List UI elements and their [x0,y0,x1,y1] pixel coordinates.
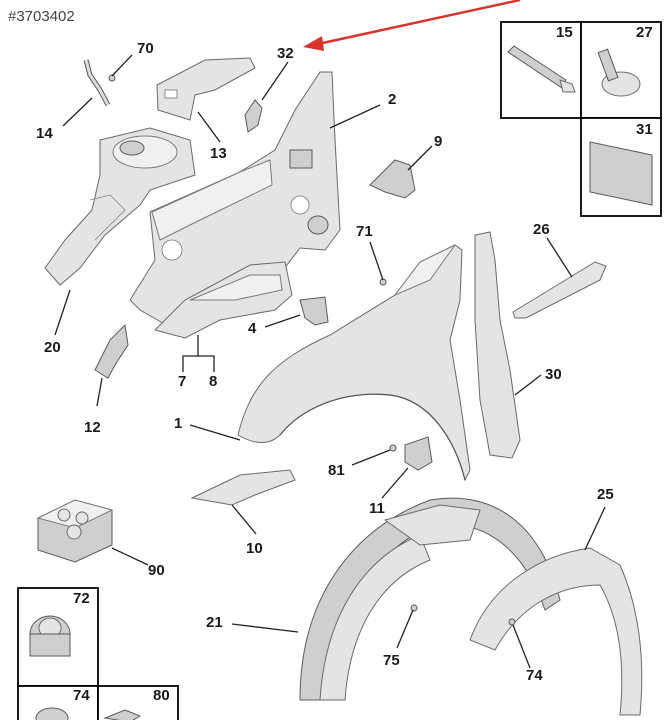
callout-25[interactable]: 25 [597,486,614,503]
part-75-clip[interactable] [410,604,418,612]
inset-box-72[interactable] [17,587,99,687]
part-11-bracket[interactable] [404,436,433,471]
part-90-clip-kit[interactable] [36,499,114,563]
part-32-bracket[interactable] [244,99,263,133]
inset-box-74[interactable] [17,685,99,720]
callout-75[interactable]: 75 [383,652,400,669]
callout-26[interactable]: 26 [533,221,550,238]
reference-number: #3703402 [8,8,75,25]
part-26-trim[interactable] [512,261,607,319]
inset-box-27[interactable] [580,21,662,119]
callout-15[interactable]: 15 [556,24,573,41]
part-81-clip[interactable] [389,444,397,452]
callout-32[interactable]: 32 [277,45,294,62]
callout-4[interactable]: 4 [248,320,257,337]
callout-7[interactable]: 7 [178,373,186,390]
part-10-bracket[interactable] [190,469,296,506]
part-70-stud[interactable] [108,74,116,82]
highlight-arrow [303,0,521,51]
part-9-support[interactable] [369,159,416,199]
inset-box-15[interactable] [500,21,582,119]
part-30-seal[interactable] [474,231,521,459]
callout-72[interactable]: 72 [73,590,90,607]
callout-9[interactable]: 9 [434,133,442,150]
callout-20[interactable]: 20 [44,339,61,356]
callout-30[interactable]: 30 [545,366,562,383]
leader-lines [54,54,606,669]
part-13-upper-bracket[interactable] [156,57,256,121]
callout-8[interactable]: 8 [209,373,217,390]
callout-10[interactable]: 10 [246,540,263,557]
part-4-bracket[interactable] [299,296,329,326]
part-2-apron-panel[interactable] [129,71,341,331]
inset-box-31[interactable] [580,117,662,217]
part-1-fender[interactable] [237,244,471,482]
callout-71[interactable]: 71 [356,223,373,240]
bolt-15-icon [507,45,576,93]
part-20-wheel-housing[interactable] [44,127,196,286]
part-74-clip[interactable] [508,618,516,626]
callout-12[interactable]: 12 [84,419,101,436]
callout-70[interactable]: 70 [137,40,154,57]
part-7-8-reinforcement[interactable] [154,261,293,339]
callout-80[interactable]: 80 [153,687,170,704]
callout-27[interactable]: 27 [636,24,653,41]
callout-90[interactable]: 90 [148,562,165,579]
part-14-bracket[interactable] [83,59,111,107]
callout-81[interactable]: 81 [328,462,345,479]
callout-14[interactable]: 14 [36,125,53,142]
callout-74[interactable]: 74 [526,667,543,684]
part-12-bracket[interactable] [94,323,129,379]
clip-74-icon [35,707,69,720]
callout-2[interactable]: 2 [388,91,396,108]
callout-31[interactable]: 31 [636,121,653,138]
callout-11[interactable]: 11 [369,500,385,517]
callout-1[interactable]: 1 [174,415,182,432]
part-25-arch-trim[interactable] [469,547,643,716]
pad-31-icon [589,141,653,206]
inset-box-80[interactable] [97,685,179,720]
clip-80-icon [103,709,142,720]
callout-13[interactable]: 13 [210,145,227,162]
clip-27-icon [597,48,641,97]
callout-74-inset[interactable]: 74 [73,687,90,704]
part-21-wheel-liner[interactable] [299,497,561,701]
callout-21[interactable]: 21 [206,614,223,631]
nut-72-icon [29,615,71,657]
